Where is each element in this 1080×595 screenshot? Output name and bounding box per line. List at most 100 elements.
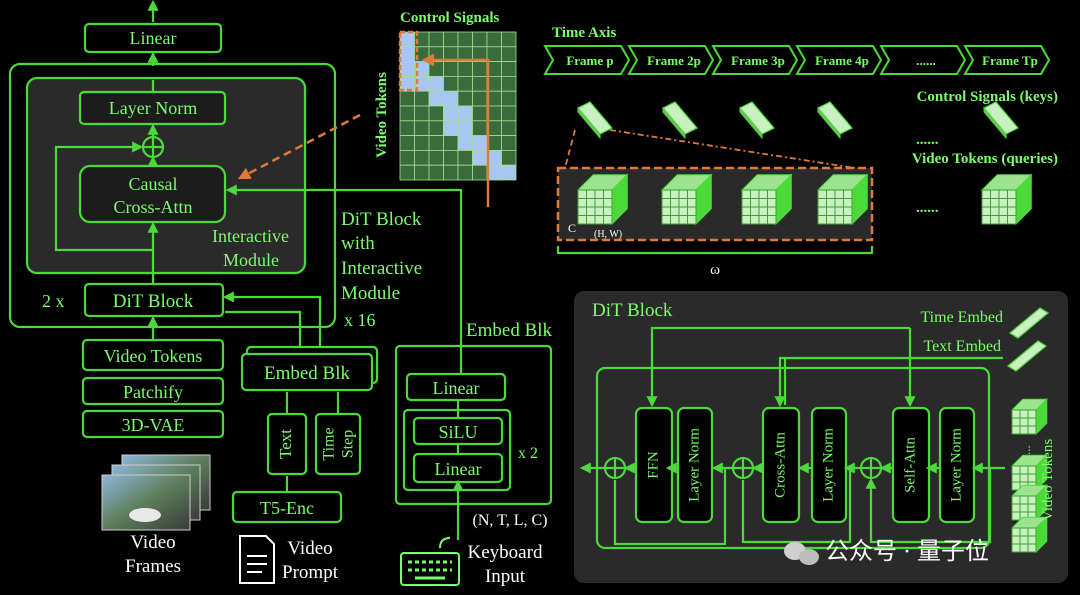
- side-video-token-cubes: [1010, 397, 1049, 554]
- omega-label: ω: [710, 262, 720, 278]
- embed-outer-box: [394, 344, 553, 506]
- grid-cell: [472, 120, 488, 137]
- grid-cell: [501, 105, 517, 122]
- self-attn-block-label: Self-Attn: [902, 437, 918, 493]
- repeat-outer-box: [8, 62, 337, 329]
- grid-cell: [428, 61, 444, 77]
- grid-cell: [443, 90, 459, 107]
- grid-cell: [501, 61, 517, 77]
- text-embed-label: Text Embed: [923, 338, 1001, 355]
- time-axis-title: Time Axis: [552, 25, 616, 41]
- left-architecture: Linear Layer Norm Causal Cross-Attn Inte…: [8, 0, 337, 577]
- frame-label: Frame 3p: [731, 53, 785, 68]
- grid-cell: [457, 149, 473, 166]
- layer-norm-block-2-label: Layer Norm: [820, 428, 836, 502]
- grid-cell: [414, 164, 430, 181]
- grid-cell: [414, 149, 430, 166]
- grid-cell: [428, 120, 444, 137]
- watermark-text: 公众号 · 量子位: [825, 538, 989, 565]
- grid-cell: [472, 149, 488, 166]
- x2-label: x 2: [518, 445, 538, 462]
- grid-cell: [501, 76, 517, 92]
- control-signals-title: Control Signals: [400, 10, 499, 26]
- frame-label: Frame 2p: [647, 53, 701, 68]
- grid-cell: [443, 76, 459, 92]
- attention-grid: [399, 31, 517, 181]
- control-signals-matrix: Control Signals Video Tokens: [237, 10, 517, 207]
- layer-norm-label: Layer Norm: [109, 98, 197, 118]
- frame-label: Frame p: [566, 53, 613, 68]
- vae-label: 3D-VAE: [122, 415, 185, 435]
- token-cube: [980, 173, 1033, 226]
- embed-title: Embed Blk: [466, 320, 553, 341]
- embed-blk-box: [240, 352, 374, 392]
- step-label: Step: [340, 430, 357, 458]
- keyboard-icon: [400, 537, 460, 586]
- grid-cell: [457, 76, 473, 92]
- video-frames-image: [101, 454, 211, 531]
- embed-linear2-label: Linear: [435, 459, 482, 479]
- video-prompt-line1: Video: [287, 538, 332, 559]
- grid-cell: [399, 164, 415, 181]
- frame-chevron: [963, 45, 1051, 75]
- text-label: Text: [276, 429, 295, 459]
- grid-cell: [472, 135, 488, 151]
- queries-label: Video Tokens (queries): [912, 151, 1058, 167]
- time-label: Time: [321, 427, 338, 460]
- grid-cell: [414, 90, 430, 107]
- grid-cell: [399, 105, 415, 122]
- grid-cell: [457, 135, 473, 151]
- shape-label: (N, T, L, C): [473, 512, 548, 529]
- mask-window: [398, 30, 419, 92]
- grid-cell: [501, 120, 517, 137]
- token-cube: [576, 173, 629, 226]
- c-label: C: [568, 221, 576, 235]
- hw-label: (H, W): [594, 229, 622, 240]
- interactive-label: Interactive: [212, 226, 289, 246]
- grid-cell: [414, 135, 430, 151]
- grid-cell: [399, 31, 415, 48]
- token-cube: [1010, 483, 1049, 522]
- grid-cell: [457, 120, 473, 137]
- t5-enc-label: T5-Enc: [260, 498, 314, 518]
- frame-label: Frame Tp: [982, 53, 1038, 68]
- grid-cell: [414, 120, 430, 137]
- cross-attn-label: Cross-Attn: [113, 197, 192, 217]
- middle-column: DiT Block with Interactive Module x 16 E…: [222, 184, 463, 584]
- embed-block-detail: Embed Blk Linear SiLU Linear x 2 (N, T, …: [394, 320, 553, 587]
- video-tokens-label: Video Tokens: [104, 346, 203, 366]
- token-cube: [660, 173, 713, 226]
- grid-cell: [501, 31, 517, 48]
- causal-label: Causal: [129, 174, 178, 194]
- grid-cell: [443, 164, 459, 181]
- grid-cell: [399, 61, 415, 77]
- dit-title-line1: DiT Block: [341, 209, 422, 230]
- embed-linear-label: Linear: [433, 378, 480, 398]
- repeat-count: 2 x: [42, 291, 65, 311]
- layer-norm-block-3-label: Layer Norm: [948, 428, 964, 502]
- keys-label: Control Signals (keys): [917, 89, 1058, 105]
- dit-title-line2: with: [341, 233, 375, 254]
- x16-label: x 16: [344, 310, 376, 330]
- grid-cell: [472, 61, 488, 77]
- video-token-cubes: [576, 173, 1033, 226]
- frame-chevron: [627, 45, 715, 75]
- grid-cell: [443, 61, 459, 77]
- patchify-box: [81, 376, 225, 406]
- patchify-label: Patchify: [123, 382, 183, 402]
- ffn-block-label: FFN: [645, 451, 661, 479]
- grid-cell: [428, 149, 444, 166]
- silu-label: SiLU: [438, 422, 477, 442]
- token-cube: [1010, 515, 1049, 554]
- video-label: Video: [130, 532, 175, 553]
- dit-panel-title: DiT Block: [592, 300, 673, 321]
- token-cube: [816, 173, 869, 226]
- dit-video-tokens-label: Video Tokens: [1040, 439, 1056, 522]
- token-cube: [740, 173, 793, 226]
- grid-cell: [428, 105, 444, 122]
- vae-box: [81, 409, 225, 439]
